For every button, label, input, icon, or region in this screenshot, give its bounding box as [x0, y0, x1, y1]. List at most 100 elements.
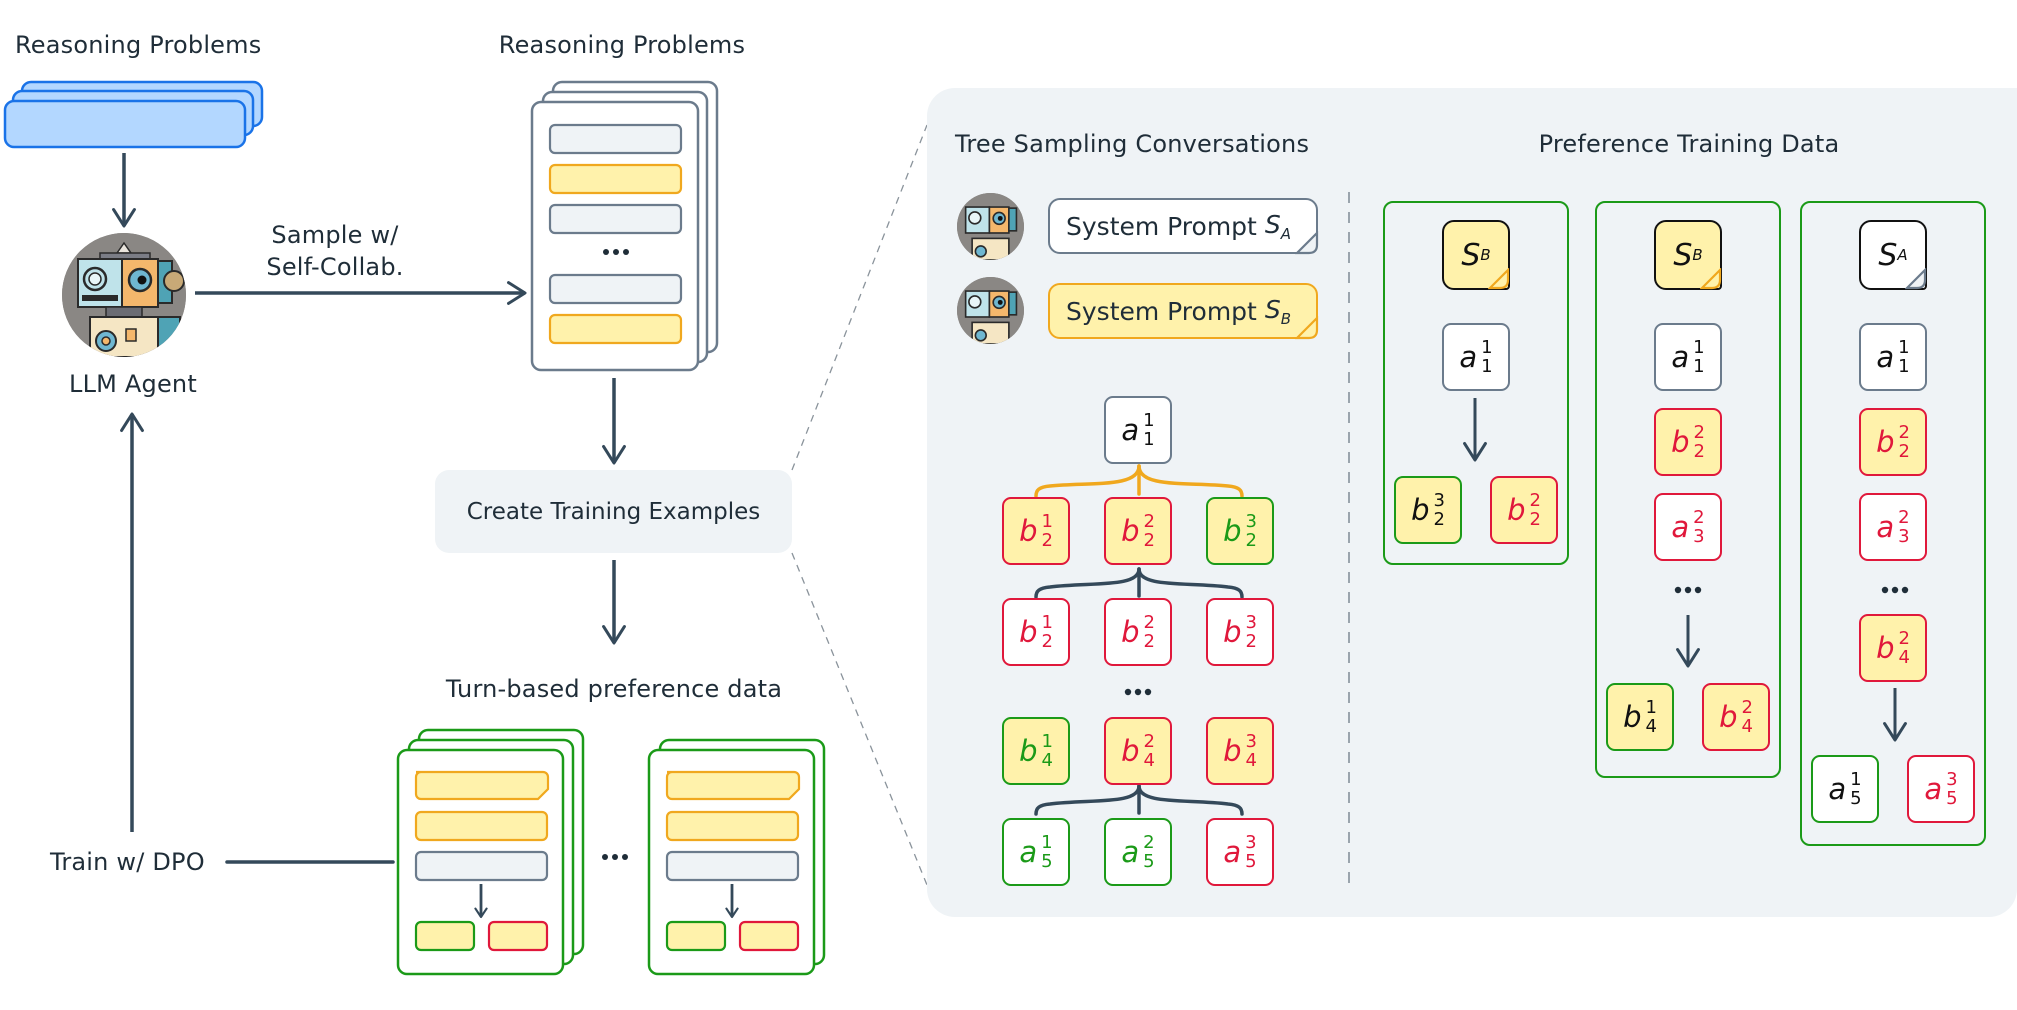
- node-variable: a: [1121, 413, 1140, 447]
- node-variable: a: [1671, 510, 1690, 544]
- node-variable: a: [1459, 340, 1478, 374]
- node-superscript: 3: [1245, 612, 1257, 633]
- node-subscript: 1: [1481, 356, 1493, 377]
- sample-label-line2: Self-Collab.: [266, 253, 404, 281]
- node-subscript: 1: [1143, 429, 1155, 450]
- node-subscript: 5: [1946, 788, 1958, 809]
- conversation-stack: [530, 80, 719, 372]
- preference-stack-2: [647, 738, 826, 976]
- system-prompt-b: System Prompt SB: [1048, 283, 1319, 340]
- system-subscript: B: [1480, 246, 1491, 264]
- page-fold-icon: [1295, 231, 1319, 255]
- node-subscript: 4: [1898, 647, 1910, 668]
- node-subscript: 4: [1245, 750, 1257, 771]
- node-subscript: 4: [1041, 750, 1053, 771]
- system-prompt-b-label: System Prompt: [1066, 296, 1257, 326]
- system-prompt-a-symbol: S: [1264, 209, 1281, 239]
- node-subscript: 2: [1245, 530, 1257, 551]
- pref-column-2: [1595, 201, 1781, 778]
- node-variable: b: [1019, 615, 1038, 649]
- node-variable: b: [1411, 493, 1430, 527]
- system-prompt-a-label: System Prompt: [1066, 211, 1257, 241]
- node-superscript: 3: [1245, 731, 1257, 752]
- preference-stack-1: [396, 728, 585, 976]
- node-superscript: 2: [1693, 507, 1705, 528]
- node-superscript: 1: [1041, 511, 1053, 532]
- node-subscript: 2: [1433, 509, 1445, 530]
- node-subscript: 3: [1693, 526, 1705, 547]
- node-subscript: 1: [1898, 356, 1910, 377]
- node-superscript: 3: [1946, 769, 1958, 790]
- node-superscript: 3: [1433, 490, 1445, 511]
- node-superscript: 2: [1898, 507, 1910, 528]
- train-label: Train w/ DPO: [50, 848, 205, 876]
- node-subscript: 3: [1898, 526, 1910, 547]
- node-variable: a: [1223, 835, 1242, 869]
- node-variable: a: [1121, 835, 1140, 869]
- node-subscript: 5: [1143, 851, 1155, 872]
- page-fold-icon: [1905, 268, 1927, 290]
- preference-ellipsis: [602, 854, 628, 860]
- node-superscript: 1: [1041, 612, 1053, 633]
- node-superscript: 2: [1898, 628, 1910, 649]
- node-superscript: 2: [1693, 422, 1705, 443]
- problem-stack-blue: [3, 80, 264, 149]
- node-variable: b: [1223, 734, 1242, 768]
- node-variable: b: [1623, 700, 1642, 734]
- node-variable: a: [1876, 340, 1895, 374]
- node-subscript: 2: [1529, 509, 1541, 530]
- system-prompt-a: System Prompt SA: [1048, 198, 1319, 255]
- left-problems-title: Reasoning Problems: [15, 31, 262, 59]
- system-symbol: S: [1673, 237, 1693, 273]
- node-variable: b: [1121, 615, 1140, 649]
- node-variable: b: [1876, 425, 1895, 459]
- node-superscript: 1: [1041, 731, 1053, 752]
- middle-problems-title: Reasoning Problems: [498, 31, 746, 59]
- robot-icon: [957, 193, 1024, 260]
- agent-label: LLM Agent: [69, 370, 197, 398]
- page-fold-icon: [1488, 268, 1510, 290]
- node-variable: a: [1019, 835, 1038, 869]
- node-subscript: 2: [1143, 530, 1155, 551]
- system-symbol: S: [1878, 237, 1898, 273]
- node-subscript: 4: [1645, 716, 1657, 737]
- node-subscript: 5: [1041, 851, 1053, 872]
- node-subscript: 5: [1245, 851, 1257, 872]
- node-variable: a: [1828, 772, 1847, 806]
- node-variable: b: [1223, 615, 1242, 649]
- node-superscript: 1: [1143, 410, 1155, 431]
- node-superscript: 3: [1245, 832, 1257, 853]
